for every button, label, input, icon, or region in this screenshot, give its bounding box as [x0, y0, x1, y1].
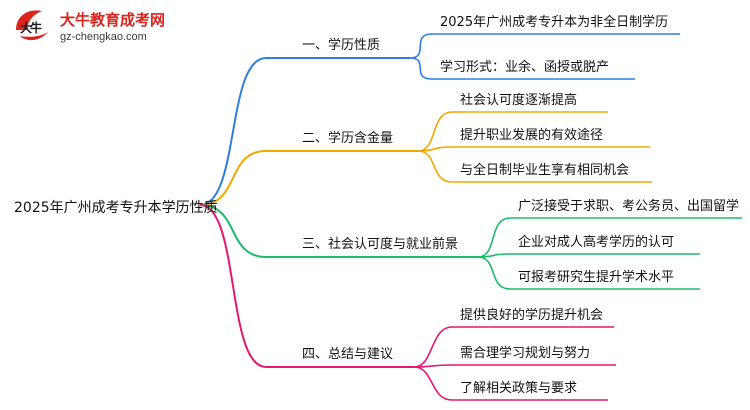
- branch-3-leaf-1-connector: [477, 217, 511, 258]
- branch-3-connector: [199, 204, 267, 258]
- logo-site-name: 大牛教育成考网: [60, 11, 166, 29]
- branch-4-leaf-2: 需合理学习规划与努力: [460, 346, 591, 361]
- branch-4-leaf-1-connector: [413, 326, 453, 368]
- logo-site-url: gz-chengkao.com: [60, 31, 147, 43]
- branch-4-label: 四、总结与建议: [302, 347, 394, 362]
- branch-4-leaf-1: 提供良好的学历提升机会: [460, 308, 604, 323]
- branch-2-label: 二、学历含金量: [302, 131, 394, 146]
- branch-2-leaf-2: 提升职业发展的有效途径: [460, 128, 604, 143]
- branch-2-leaf-1: 社会认可度逐渐提高: [460, 93, 578, 108]
- site-logo[interactable]: 大牛 大牛教育成考网 gz-chengkao.com: [6, 4, 196, 50]
- logo-mark-text: 大牛: [20, 21, 42, 35]
- branch-2-leaf-3-connector: [417, 150, 453, 183]
- branch-3-leaf-3: 可报考研究生提升学术水平: [518, 270, 675, 285]
- branch-1-leaf-2: 学习形式：业余、函授或脱产: [440, 60, 610, 75]
- branch-1-label: 一、学历性质: [302, 38, 381, 53]
- branch-3-label: 三、社会认可度与就业前景: [302, 237, 459, 252]
- branch-3-leaf-2: 企业对成人高考学历的认可: [518, 235, 675, 250]
- branch-2-leaf-1-connector: [417, 111, 453, 152]
- branch-2-leaf-2-connector: [417, 146, 453, 152]
- root-node: 2025年广州成考专升本学历性质: [14, 200, 218, 216]
- branch-4-leaf-3: 了解相关政策与要求: [460, 381, 578, 396]
- branch-4-leaf-3-connector: [413, 366, 453, 401]
- branch-1-leaf-1: 2025年广州成考专升本为非全日制学历: [440, 15, 669, 30]
- logo-mark-icon: [16, 10, 48, 41]
- branch-3-leaf-1: 广泛接受于求职、考公务员、出国留学: [518, 199, 740, 214]
- branch-1-leaf-2-connector: [409, 57, 433, 80]
- branch-3-leaf-3-connector: [477, 256, 511, 290]
- branch-1-leaf-1-connector: [409, 33, 433, 59]
- branch-4-connector: [199, 204, 267, 368]
- branch-2-connector: [199, 150, 267, 206]
- branch-2-leaf-3: 与全日制毕业生享有相同机会: [460, 163, 630, 178]
- branch-1-connector: [199, 57, 267, 206]
